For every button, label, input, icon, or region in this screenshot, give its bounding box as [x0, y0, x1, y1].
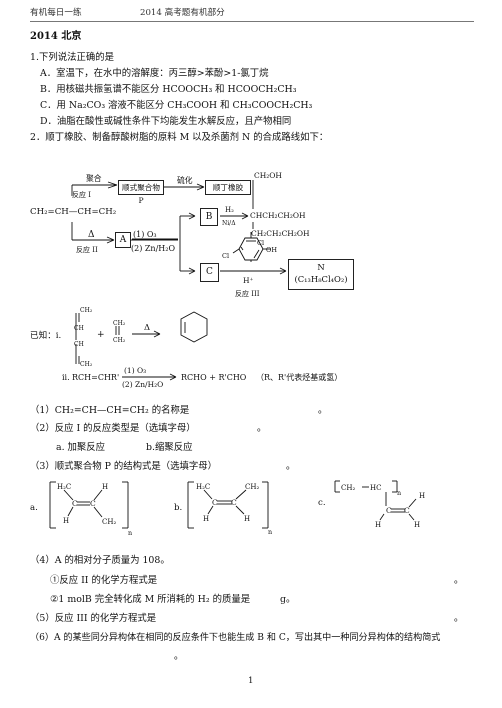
q2-part2: （2）反应 I 的反应类型是（选填字母）	[30, 423, 196, 434]
option-a-ch2: CH₂	[102, 518, 116, 526]
scheme-reaction2-label: 反应 II	[76, 245, 98, 254]
known-reactions: 已知：i. CH₂ CH CH CH₂ + CH₂ CH₂ Δ ii. RCH=…	[30, 307, 342, 389]
q2-part2-option-a: a. 加聚反应	[56, 442, 106, 453]
option-a-h-bottom: H	[63, 517, 69, 525]
q2-part4-2: ②1 molB 完全转化成 M 所消耗的 H₂ 的质量是	[50, 594, 251, 605]
scheme-reaction3-label: 反应 III	[235, 289, 260, 298]
option-c-h-top: H	[419, 492, 425, 500]
known-diene-ch-2: CH	[74, 341, 84, 348]
q2-part1-end: 。	[318, 405, 328, 416]
known-ii-step2: (2) Zn/H₂O	[122, 380, 163, 389]
synthesis-scheme: CH₂=CH—CH=CH₂ 聚合 反应 I 硫化 Δ 反应 II (1) O₃ …	[30, 171, 310, 298]
option-c-c-left: C	[386, 506, 392, 515]
scheme-m-line3: CH₂CH₂CH₂OH	[251, 229, 310, 238]
q2-part5-end: 。	[454, 613, 464, 624]
q2-part6-end: 。	[174, 651, 184, 662]
scheme-m-line1: CH₂OH	[254, 171, 282, 180]
q2-part3: （3）顺式聚合物 P 的结构式是（选填字母）	[30, 461, 217, 472]
scheme-polymerize-label: 聚合	[86, 173, 102, 183]
known-ii-reactant: RCH=CHR'	[72, 373, 119, 382]
q2-part2-end: 。	[257, 423, 267, 434]
scheme-step2: (2) Zn/H₂O	[131, 244, 175, 253]
option-c-label: c.	[318, 498, 326, 508]
known-ii-label: ii.	[62, 373, 70, 382]
option-b-n: n	[268, 528, 272, 536]
box-n-line1: N	[317, 262, 325, 272]
option-c-c-right: C	[404, 506, 410, 515]
option-b-label: b.	[174, 503, 182, 513]
box-n-line2: (C₁₃H₈Cl₄O₂)	[294, 274, 348, 284]
option-a-h2c: H₂C	[57, 483, 71, 491]
box-c: C	[200, 263, 219, 282]
known-diene-ch-1: CH	[74, 325, 84, 332]
q1-option-a: A．室温下，在水中的溶解度：丙三醇>苯酚>1-氯丁烷	[40, 68, 269, 79]
option-b-c-left: C	[212, 498, 218, 507]
option-c-h-right: H	[414, 521, 420, 529]
known-diene-ch2-bottom: CH₂	[80, 361, 93, 368]
q2-part6: （6）A 的某些同分异构体在相同的反应条件下也能生成 B 和 C，写出其中一种同…	[30, 633, 441, 643]
scheme-ring-cl-top: Cl	[257, 239, 264, 247]
option-a-label: a.	[30, 503, 38, 513]
option-c-ch2: CH₂	[341, 484, 355, 492]
scheme-ni: Ni/Δ	[222, 220, 236, 227]
scheme-step1: (1) O₃	[133, 230, 157, 239]
known-delta: Δ	[144, 322, 150, 332]
option-a-h-top: H	[102, 483, 108, 491]
box-rubber: 顺丁橡胶	[205, 180, 251, 195]
option-b-h2c: H₂C	[196, 483, 210, 491]
scheme-ring-cl-left: Cl	[222, 252, 229, 260]
scheme-delta: Δ	[88, 230, 95, 240]
box-polymer-p: 顺式聚合物 P	[118, 180, 164, 205]
q1-option-b: B．用核磁共振氢谱不能区分 HCOOCH₃ 和 HCOOCH₂CH₃	[40, 84, 297, 95]
header-rule	[30, 21, 474, 22]
option-c-hc: HC	[370, 484, 381, 492]
scheme-h2: H₂	[225, 206, 234, 214]
scheme-start: CH₂=CH—CH=CH₂	[30, 207, 116, 217]
header-right: 2014 高考题有机部分	[140, 8, 225, 18]
scheme-hplus: H⁺	[243, 276, 254, 285]
option-b-h-right: H	[244, 515, 250, 523]
known-dienophile-top: CH₂	[113, 320, 126, 327]
q2-part4: （4）A 的相对分子质量为 108。	[30, 555, 170, 566]
scheme-vulcanize-label: 硫化	[177, 175, 193, 185]
page-number: 1	[248, 676, 254, 686]
box-n: N (C₁₃H₈Cl₄O₂)	[288, 259, 354, 290]
box-b: B	[200, 208, 218, 226]
option-b-h-left: H	[203, 515, 209, 523]
option-a-c-right: C	[90, 499, 96, 508]
scheme-ring-oh: OH	[266, 246, 277, 254]
section-title: 2014 北京	[30, 31, 82, 42]
q2-part5: （5）反应 III 的化学方程式是	[30, 613, 157, 624]
q2-stem: 2．顺丁橡胶、制备醇酸树脂的原料 M 以及杀菌剂 N 的合成路线如下：	[30, 132, 329, 143]
known-dienophile-bottom: CH₂	[113, 337, 126, 344]
q2-part4-2-unit: g。	[280, 594, 296, 605]
header-left: 有机每日一练	[30, 8, 82, 18]
q1-stem: 1.下列说法正确的是	[30, 52, 114, 63]
scheme-m-line2: CHCH₂CH₂OH	[250, 211, 306, 220]
q2-part4-1-end: 。	[454, 575, 464, 586]
known-plus: +	[97, 330, 105, 340]
known-ii-product: RCHO + R'CHO	[181, 373, 247, 382]
option-a-n: n	[128, 529, 132, 537]
scheme-reaction1-label: 反应 I	[72, 190, 91, 199]
option-b-c-right: C	[231, 498, 237, 507]
box-a: A	[115, 232, 131, 248]
polymer-structure-options: a. H₂C H C C H CH₂ n b. H₂C CH₂ C C H H …	[30, 480, 425, 537]
q2-part2-option-b: b.缩聚反应	[146, 442, 193, 453]
q2-part1: （1）CH₂=CH—CH=CH₂ 的名称是	[30, 405, 190, 416]
q1-option-c: C．用 Na₂CO₃ 溶液不能区分 CH₃COOH 和 CH₃COOCH₂CH₃	[40, 100, 313, 111]
q2-part4-1: ①反应 II 的化学方程式是	[50, 575, 158, 586]
option-c-h-left: H	[375, 521, 381, 529]
option-b-ch2: CH₂	[245, 483, 259, 491]
q1-option-d: D．油脂在酸性或碱性条件下均能发生水解反应，且产物相同	[40, 116, 292, 127]
known-ii-note: （R、R'代表烃基或氢）	[256, 372, 342, 382]
known-diene-ch2-top: CH₂	[80, 307, 93, 314]
option-a-c-left: C	[72, 499, 78, 508]
option-c-n: n	[397, 489, 401, 497]
known-label: 已知：i.	[30, 329, 61, 341]
known-ii-step1: (1) O₃	[124, 366, 146, 375]
q2-part3-end: 。	[286, 461, 296, 472]
